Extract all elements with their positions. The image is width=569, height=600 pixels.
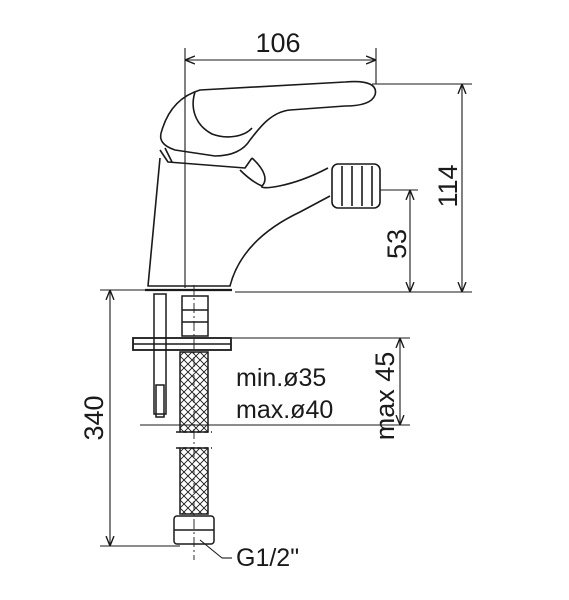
head-cap (159, 149, 253, 169)
lever-edge (192, 91, 253, 138)
thread-leader (199, 539, 223, 559)
aerator-nozzle (331, 163, 381, 209)
main-body (147, 157, 331, 287)
fixing-stud (153, 293, 167, 415)
mounting-hardware (132, 285, 232, 560)
dim-width-label: 106 (255, 28, 300, 58)
faucet-body (145, 80, 381, 292)
dim-body-label: 340 (79, 395, 109, 440)
body-top-line (251, 157, 329, 189)
dimension-lines (100, 48, 472, 559)
lever-handle (159, 80, 377, 157)
dim-spout-label: 53 (382, 229, 412, 259)
dim-height-label: 114 (433, 164, 463, 207)
dim-thickness-label: max 45 (370, 352, 400, 441)
hole-min-label: min.ø35 (236, 364, 326, 392)
hole-max-label: max.ø40 (236, 396, 333, 424)
thread-label: G1/2" (236, 544, 299, 572)
fixing-nut (181, 295, 209, 337)
